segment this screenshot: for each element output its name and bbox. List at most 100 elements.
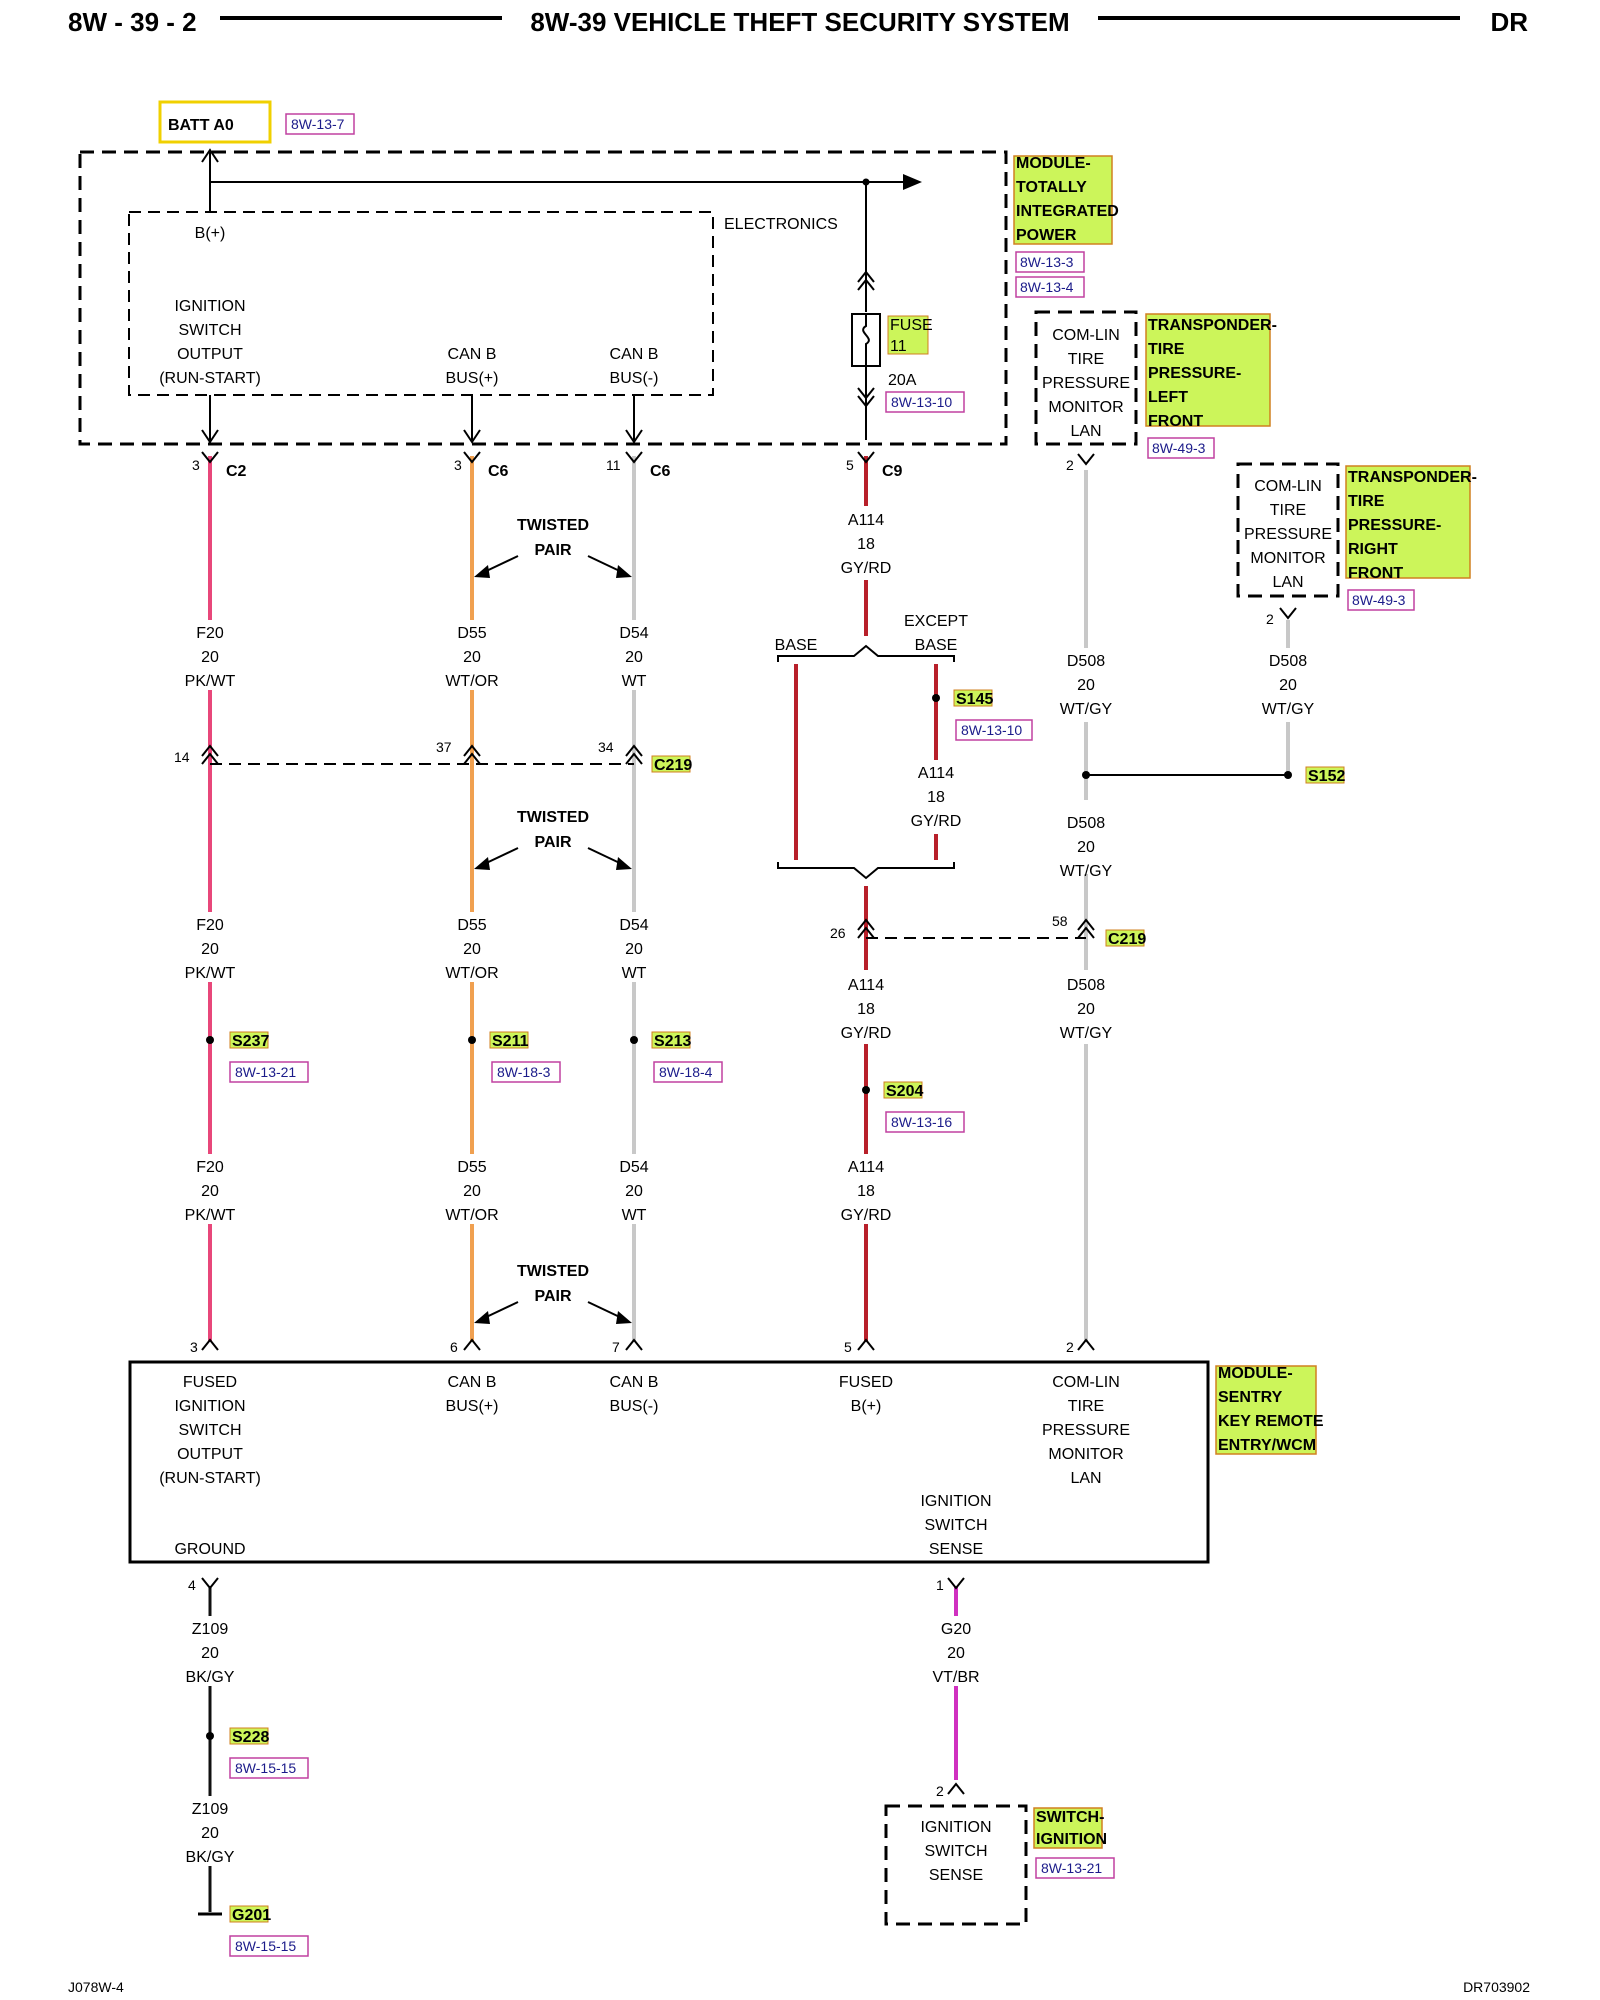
svg-text:Z109: Z109 bbox=[192, 1801, 229, 1818]
rf-ref-box[interactable] bbox=[1347, 589, 1415, 611]
fuse-label-highlight bbox=[887, 315, 929, 355]
rf-ref-link[interactable]: 8W-49-3 bbox=[1352, 592, 1406, 608]
svg-text:TIRE: TIRE bbox=[1148, 341, 1185, 358]
svg-text:20: 20 bbox=[463, 1183, 481, 1200]
ground-pin: 4 bbox=[188, 1577, 196, 1593]
g201-highlight bbox=[229, 1905, 269, 1923]
c6a-pin: 3 bbox=[454, 457, 462, 473]
s204-ref-box[interactable] bbox=[885, 1111, 965, 1133]
svg-text:20: 20 bbox=[625, 1183, 643, 1200]
svg-text:PRESSURE: PRESSURE bbox=[1042, 1422, 1130, 1439]
wcm-pin-6: 6 bbox=[450, 1339, 458, 1355]
svg-text:WT: WT bbox=[622, 1207, 647, 1224]
s237-ref-box[interactable] bbox=[229, 1061, 309, 1083]
s228-ref-link[interactable]: 8W-15-15 bbox=[235, 1760, 296, 1776]
g20-label: G20 20 VT/BR bbox=[932, 1621, 979, 1686]
batt-box bbox=[158, 100, 272, 144]
s204-highlight bbox=[883, 1081, 923, 1099]
bus-arrow-head bbox=[903, 174, 922, 190]
svg-text:F20: F20 bbox=[196, 625, 224, 642]
s152-splice-dot-rf bbox=[1284, 771, 1292, 779]
f20-label-2: F20 20 PK/WT bbox=[185, 917, 236, 982]
footer-left-code: J078W-4 bbox=[68, 1979, 124, 1995]
vehicle-code: DR bbox=[1490, 7, 1528, 37]
svg-text:KEY REMOTE: KEY REMOTE bbox=[1218, 1413, 1324, 1430]
s228-ref-box[interactable] bbox=[229, 1757, 309, 1779]
svg-text:VT/BR: VT/BR bbox=[932, 1669, 979, 1686]
svg-text:OUTPUT: OUTPUT bbox=[177, 1446, 243, 1463]
svg-text:20: 20 bbox=[1279, 677, 1297, 694]
svg-text:WT/OR: WT/OR bbox=[445, 673, 498, 690]
svg-text:D54: D54 bbox=[619, 1159, 648, 1176]
svg-text:IGNITION: IGNITION bbox=[920, 1493, 991, 1510]
tipm-ref1-link[interactable]: 8W-13-3 bbox=[1020, 254, 1074, 270]
svg-text:F20: F20 bbox=[196, 917, 224, 934]
svg-text:FRONT: FRONT bbox=[1348, 565, 1403, 582]
svg-text:18: 18 bbox=[927, 789, 945, 806]
wcm-ign-sense-label: IGNITION SWITCH SENSE bbox=[920, 1493, 991, 1558]
g201-ref-link[interactable]: 8W-15-15 bbox=[235, 1938, 296, 1954]
tipm-ref1-box[interactable] bbox=[1015, 251, 1085, 273]
rf-pin: 2 bbox=[1266, 611, 1274, 627]
svg-text:TRANSPONDER-: TRANSPONDER- bbox=[1148, 317, 1277, 334]
s237-ref-link[interactable]: 8W-13-21 bbox=[235, 1064, 296, 1080]
lf-ref-box[interactable] bbox=[1147, 437, 1215, 459]
s211-ref-box[interactable] bbox=[491, 1061, 561, 1083]
ign-ref-link[interactable]: 8W-13-21 bbox=[1041, 1860, 1102, 1876]
tipm-ref2-link[interactable]: 8W-13-4 bbox=[1020, 279, 1074, 295]
fuse-in-chevron-2 bbox=[857, 278, 875, 291]
electronics-box bbox=[128, 211, 714, 396]
svg-text:D508: D508 bbox=[1067, 653, 1105, 670]
canp-arrow bbox=[463, 429, 481, 444]
s145-ref-box[interactable] bbox=[955, 719, 1033, 741]
ignition-switch-label: IGNITION SWITCH SENSE bbox=[920, 1819, 991, 1884]
a114-except-base-label: A114 18 GY/RD bbox=[911, 765, 962, 830]
svg-text:TIRE: TIRE bbox=[1348, 493, 1385, 510]
svg-text:MODULE-: MODULE- bbox=[1016, 155, 1091, 172]
svg-text:GY/RD: GY/RD bbox=[911, 813, 962, 830]
svg-text:PAIR: PAIR bbox=[534, 542, 571, 559]
svg-text:PK/WT: PK/WT bbox=[185, 965, 236, 982]
s213-ref-box[interactable] bbox=[653, 1061, 723, 1083]
svg-text:IGNITION: IGNITION bbox=[920, 1819, 991, 1836]
s204-ref-link[interactable]: 8W-13-16 bbox=[891, 1114, 952, 1130]
lf-ref-link[interactable]: 8W-49-3 bbox=[1152, 440, 1206, 456]
c6a-connector: C6 bbox=[488, 463, 509, 480]
svg-text:20: 20 bbox=[625, 941, 643, 958]
s211-ref-link[interactable]: 8W-18-3 bbox=[497, 1064, 551, 1080]
d508-label-2: D508 20 WT/GY bbox=[1060, 815, 1113, 880]
d54-label-2: D54 20 WT bbox=[619, 917, 648, 982]
batt-ref-box[interactable] bbox=[285, 113, 355, 135]
fuse-ref-box[interactable] bbox=[885, 391, 965, 413]
svg-text:SWITCH: SWITCH bbox=[924, 1843, 987, 1860]
svg-text:IGNITION: IGNITION bbox=[174, 298, 245, 315]
tipm-name: MODULE- TOTALLY INTEGRATED POWER bbox=[1016, 155, 1119, 244]
s152-highlight bbox=[1305, 766, 1345, 784]
s145-ref-link[interactable]: 8W-13-10 bbox=[961, 722, 1022, 738]
option-brace-top bbox=[777, 644, 955, 662]
svg-text:D55: D55 bbox=[457, 917, 486, 934]
c219-row2-highlight bbox=[1105, 929, 1145, 947]
svg-text:PAIR: PAIR bbox=[534, 1288, 571, 1305]
svg-text:WT/GY: WT/GY bbox=[1060, 1025, 1113, 1042]
batt-ref-link[interactable]: 8W-13-7 bbox=[291, 116, 345, 132]
fuse-ref-link[interactable]: 8W-13-10 bbox=[891, 394, 952, 410]
tipm-ref2-box[interactable] bbox=[1015, 276, 1085, 298]
c219-row1-highlight bbox=[651, 755, 691, 773]
ignition-switch-name: SWITCH- IGNITION bbox=[1036, 1809, 1107, 1848]
svg-text:PRESSURE: PRESSURE bbox=[1042, 375, 1130, 392]
svg-text:TIRE: TIRE bbox=[1068, 351, 1104, 368]
svg-text:BUS(-): BUS(-) bbox=[610, 370, 659, 387]
fuse-in-chevron-1 bbox=[857, 270, 875, 283]
svg-text:ENTRY/WCM: ENTRY/WCM bbox=[1218, 1437, 1316, 1454]
svg-text:PAIR: PAIR bbox=[534, 834, 571, 851]
f20-label-1: F20 20 PK/WT bbox=[185, 625, 236, 690]
g201-ref-box[interactable] bbox=[229, 1935, 309, 1957]
s213-ref-link[interactable]: 8W-18-4 bbox=[659, 1064, 713, 1080]
twisted-pair-1-arrowhead-right bbox=[616, 565, 632, 578]
except-base-label: EXCEPT BASE bbox=[904, 613, 968, 654]
svg-text:B(+): B(+) bbox=[851, 1398, 882, 1415]
svg-text:TRANSPONDER-: TRANSPONDER- bbox=[1348, 469, 1477, 486]
ign-ref-box[interactable] bbox=[1035, 1857, 1115, 1879]
